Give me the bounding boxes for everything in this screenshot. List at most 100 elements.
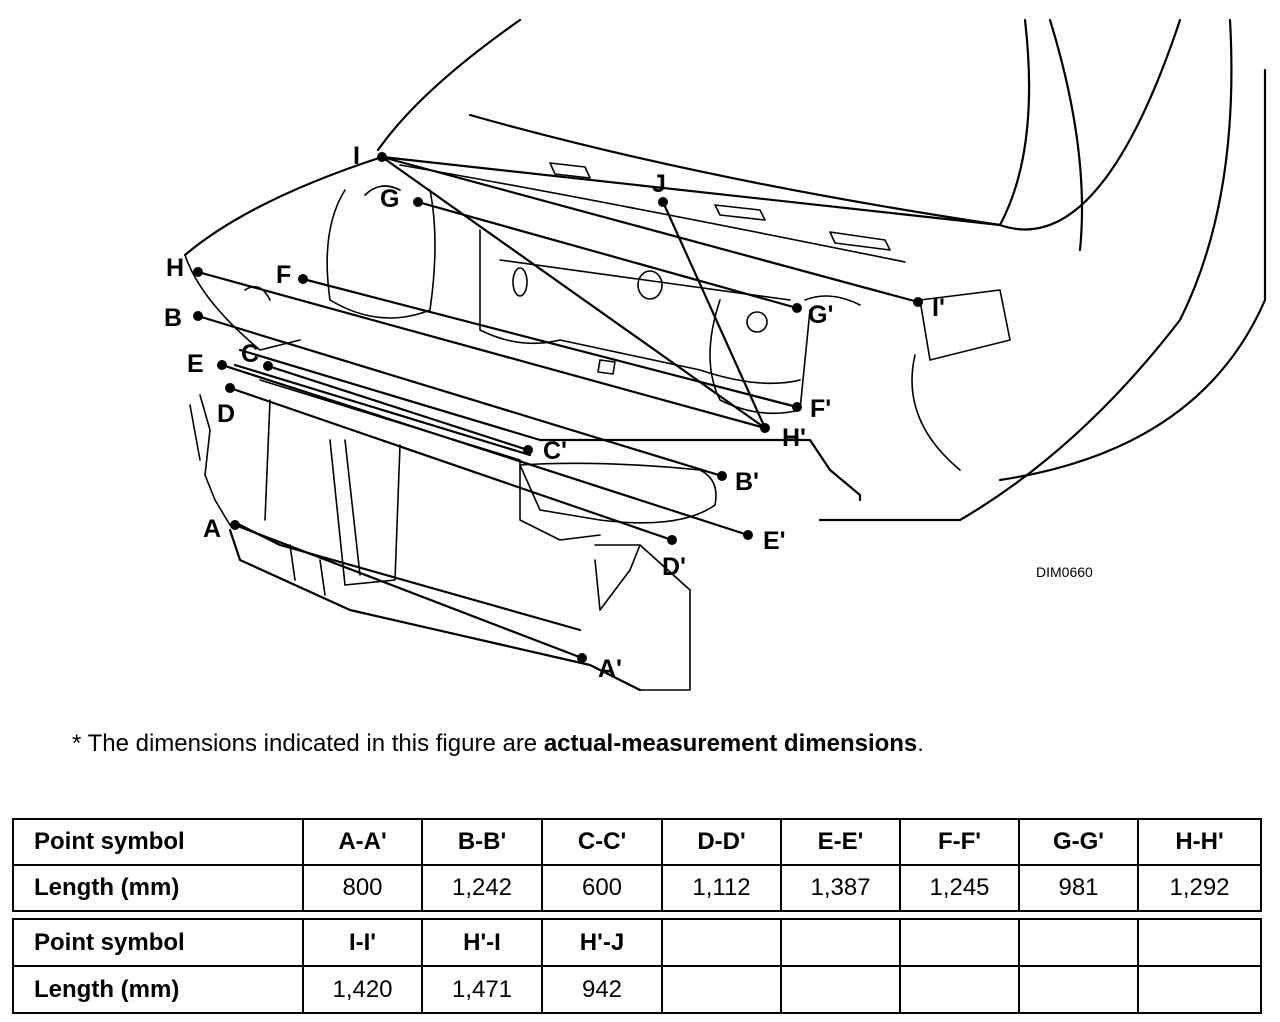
point-h-prime xyxy=(760,423,770,433)
measure-line-h-prime-i xyxy=(381,156,766,429)
row-header-symbol: Point symbol xyxy=(12,818,304,866)
label-j: J xyxy=(652,170,666,198)
label-a: A xyxy=(203,515,221,543)
label-c: C xyxy=(241,340,259,368)
point-j xyxy=(658,197,668,207)
label-a-prime: A' xyxy=(598,655,622,683)
label-f-prime: F' xyxy=(810,395,831,423)
length-cell: 981 xyxy=(1018,864,1139,912)
row-header-length: Length (mm) xyxy=(12,965,304,1014)
label-e-prime: E' xyxy=(763,527,786,555)
measure-line-c xyxy=(267,364,529,452)
point-c-prime xyxy=(523,445,533,455)
point-e xyxy=(217,360,227,370)
symbol-cell: D-D' xyxy=(661,818,782,866)
point-a-prime xyxy=(577,653,587,663)
measurement-lines xyxy=(197,155,919,660)
point-d-prime xyxy=(667,535,677,545)
point-b xyxy=(193,311,203,321)
note-emphasis: actual-measurement dimensions xyxy=(543,730,918,757)
body-dimension-diagram: A A' B B' C C' D D' E E' F F' G G' H H' … xyxy=(164,18,1267,692)
label-f: F xyxy=(276,261,291,289)
symbol-cell: G-G' xyxy=(1018,818,1139,866)
point-h xyxy=(193,267,203,277)
label-c-prime: C' xyxy=(543,437,567,465)
vehicle-body-drawing xyxy=(183,18,1267,692)
symbol-row: Point symbol I-I' H'-I H'-J xyxy=(12,918,1262,967)
label-g: G xyxy=(380,185,399,213)
point-g-prime xyxy=(792,303,802,313)
label-d: D xyxy=(217,400,235,428)
measure-line-d xyxy=(229,386,673,542)
length-cell xyxy=(899,965,1020,1014)
measure-line-i xyxy=(381,155,919,304)
label-i-prime: I' xyxy=(932,294,945,322)
symbol-row: Point symbol A-A' B-B' C-C' D-D' E-E' F-… xyxy=(12,818,1262,866)
measure-line-f xyxy=(302,277,798,409)
symbol-cell xyxy=(1018,918,1139,967)
measurement-points xyxy=(193,152,923,663)
label-h: H xyxy=(166,254,184,282)
label-b-prime: B' xyxy=(735,468,759,496)
dimension-note: * The dimensions indicated in this figur… xyxy=(72,730,924,758)
label-i: I xyxy=(353,142,360,170)
point-f xyxy=(298,274,308,284)
symbol-cell: I-I' xyxy=(302,918,423,967)
length-cell: 942 xyxy=(541,965,663,1014)
length-cell xyxy=(1018,965,1139,1014)
length-cell: 1,242 xyxy=(421,864,543,912)
symbol-cell: H-H' xyxy=(1137,818,1262,866)
label-d-prime: D' xyxy=(662,553,686,581)
point-labels: A A' B B' C C' D D' E E' F F' G G' H H' … xyxy=(164,142,945,683)
length-cell: 1,112 xyxy=(661,864,782,912)
label-b: B xyxy=(164,304,182,332)
row-header-length: Length (mm) xyxy=(12,864,304,912)
measure-line-e xyxy=(221,363,749,537)
point-i-prime xyxy=(913,297,923,307)
length-cell: 1,471 xyxy=(421,965,543,1014)
symbol-cell: A-A' xyxy=(302,818,423,866)
point-g xyxy=(413,197,423,207)
length-cell xyxy=(661,965,782,1014)
point-c xyxy=(263,361,273,371)
symbol-cell xyxy=(899,918,1020,967)
measure-line-a xyxy=(234,523,583,660)
length-cell: 800 xyxy=(302,864,423,912)
point-e-prime xyxy=(743,530,753,540)
symbol-cell: H'-J xyxy=(541,918,663,967)
point-f-prime xyxy=(792,402,802,412)
symbol-cell: H'-I xyxy=(421,918,543,967)
measure-line-b xyxy=(197,314,723,478)
symbol-cell: E-E' xyxy=(780,818,901,866)
point-b-prime xyxy=(717,471,727,481)
symbol-cell xyxy=(780,918,901,967)
length-cell: 1,292 xyxy=(1137,864,1262,912)
figure-code: DIM0660 xyxy=(1036,564,1093,580)
label-g-prime: G' xyxy=(808,301,833,329)
length-cell: 600 xyxy=(541,864,663,912)
point-a xyxy=(230,520,240,530)
symbol-cell: B-B' xyxy=(421,818,543,866)
length-cell xyxy=(1137,965,1262,1014)
label-h-prime: H' xyxy=(782,424,806,452)
measure-line-h-prime-j xyxy=(661,201,767,429)
dimension-table-1: Point symbol A-A' B-B' C-C' D-D' E-E' F-… xyxy=(12,818,1262,912)
measure-line-g xyxy=(417,200,798,310)
symbol-cell: F-F' xyxy=(899,818,1020,866)
note-suffix: . xyxy=(917,730,924,757)
symbol-cell xyxy=(661,918,782,967)
measure-line-h xyxy=(197,270,766,430)
dimension-table-2: Point symbol I-I' H'-I H'-J Length (mm) … xyxy=(12,918,1262,1014)
symbol-cell xyxy=(1137,918,1262,967)
symbol-cell: C-C' xyxy=(541,818,663,866)
length-cell: 1,387 xyxy=(780,864,901,912)
length-cell xyxy=(780,965,901,1014)
note-prefix: * The dimensions indicated in this figur… xyxy=(72,730,544,757)
row-header-symbol: Point symbol xyxy=(12,918,304,967)
length-row: Length (mm) 800 1,242 600 1,112 1,387 1,… xyxy=(12,864,1262,912)
point-d xyxy=(225,383,235,393)
length-cell: 1,420 xyxy=(302,965,423,1014)
label-e: E xyxy=(187,350,204,378)
length-row: Length (mm) 1,420 1,471 942 xyxy=(12,965,1262,1014)
length-cell: 1,245 xyxy=(899,864,1020,912)
